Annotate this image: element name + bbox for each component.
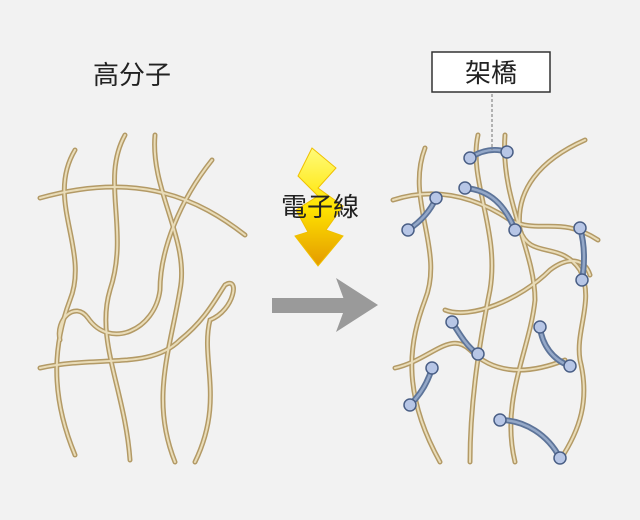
right-arrow-icon — [272, 278, 378, 332]
polymer-chains-left — [37, 132, 248, 465]
lightning-bolt-icon — [294, 147, 344, 267]
polymer-label: 高分子 — [93, 61, 171, 91]
crosslink-nodes — [401, 145, 589, 465]
crosslink-label-box — [431, 51, 551, 93]
crosslink-label: 架橋 — [465, 59, 517, 89]
radiation-label: 電子線 — [281, 193, 359, 223]
polymer-chains-right — [390, 132, 601, 465]
